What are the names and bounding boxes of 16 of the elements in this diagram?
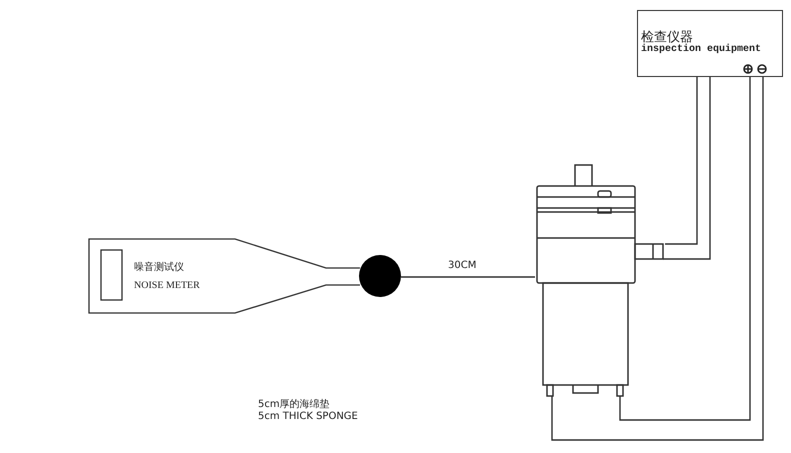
meter-label: NOISE METER [134, 280, 200, 291]
equipment-box [637, 10, 783, 77]
edge-label: 30CM [448, 260, 476, 271]
wire [551, 77, 764, 441]
wire [663, 77, 711, 260]
wire [665, 77, 698, 245]
microphone-ball [359, 255, 401, 297]
noise-meter [88, 238, 361, 314]
wire [619, 77, 751, 421]
equipment-title: 检查仪器 [641, 29, 693, 45]
note-text: 5cm厚的海绵垫 [258, 398, 330, 411]
meter-title: 噪音测试仪 [134, 260, 184, 274]
note-text: 5cm THICK SPONGE [258, 411, 358, 422]
wire [401, 276, 535, 278]
pump-drawing [535, 164, 665, 397]
equipment-label: inspection equipment [641, 44, 762, 55]
